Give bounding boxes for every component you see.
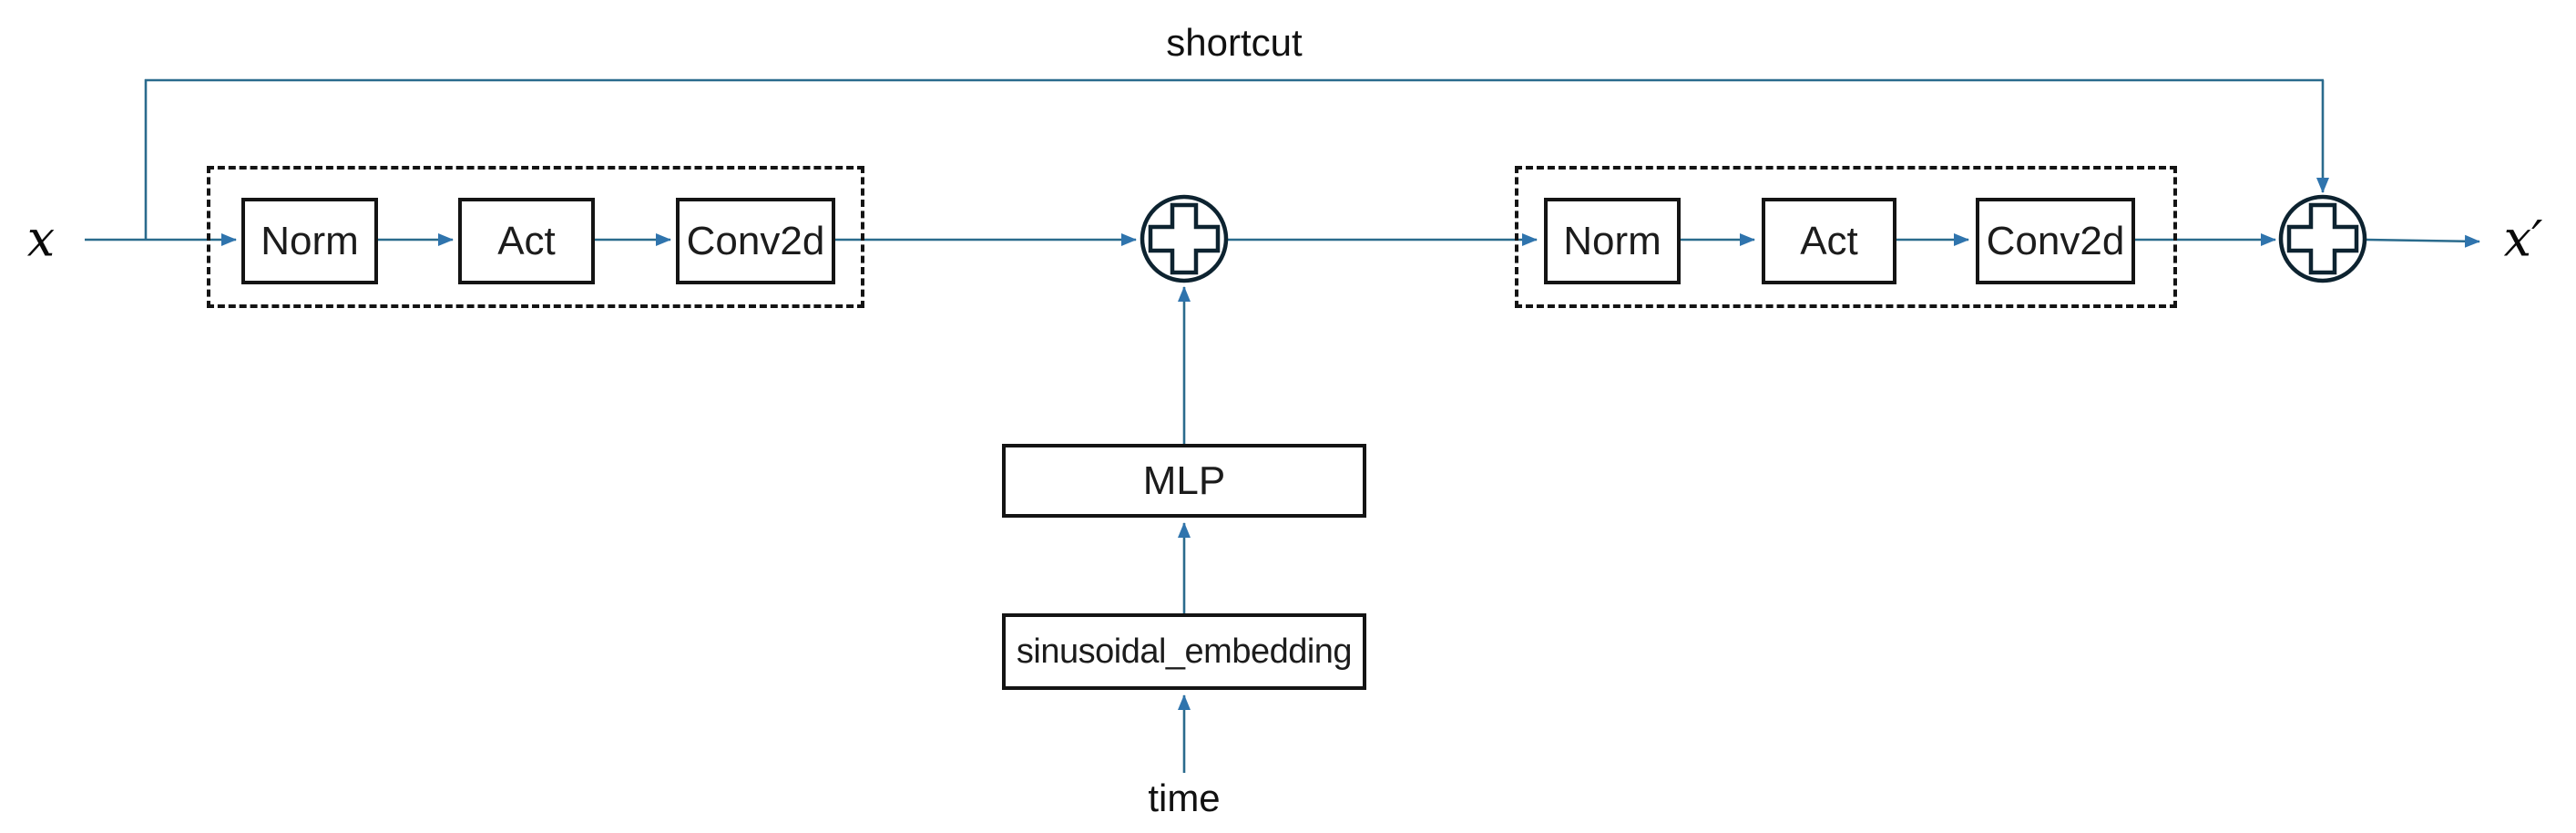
add-node-right bbox=[2278, 194, 2367, 283]
block-conv2d-1-label: Conv2d bbox=[686, 218, 825, 263]
block-norm-2: Norm bbox=[1544, 198, 1681, 284]
block-norm-1: Norm bbox=[241, 198, 378, 284]
wire-add2-to-output bbox=[2366, 234, 2480, 248]
output-label: x′ bbox=[2503, 210, 2543, 268]
block-mlp: MLP bbox=[1002, 444, 1366, 518]
block-act-2-label: Act bbox=[1800, 218, 1858, 263]
plus-icon bbox=[1148, 202, 1221, 275]
block-act-1-label: Act bbox=[497, 218, 556, 263]
block-act-2: Act bbox=[1762, 198, 1896, 284]
add-node-left bbox=[1140, 194, 1229, 283]
block-act-1: Act bbox=[458, 198, 595, 284]
residual-group-1 bbox=[207, 166, 864, 308]
block-sinusoidal-embedding: sinusoidal_embedding bbox=[1002, 613, 1366, 690]
shortcut-label: shortcut bbox=[1166, 21, 1303, 64]
residual-group-2 bbox=[1515, 166, 2177, 308]
block-conv2d-2: Conv2d bbox=[1976, 198, 2135, 284]
block-norm-2-label: Norm bbox=[1563, 218, 1661, 263]
input-label: x bbox=[26, 210, 56, 268]
time-label: time bbox=[1148, 776, 1221, 819]
plus-icon bbox=[2286, 202, 2359, 275]
block-conv2d-1: Conv2d bbox=[676, 198, 835, 284]
block-mlp-label: MLP bbox=[1142, 458, 1226, 503]
block-conv2d-2-label: Conv2d bbox=[1986, 218, 2125, 263]
block-sinusoidal-embedding-label: sinusoidal_embedding bbox=[1016, 632, 1353, 671]
block-norm-1-label: Norm bbox=[261, 218, 359, 263]
